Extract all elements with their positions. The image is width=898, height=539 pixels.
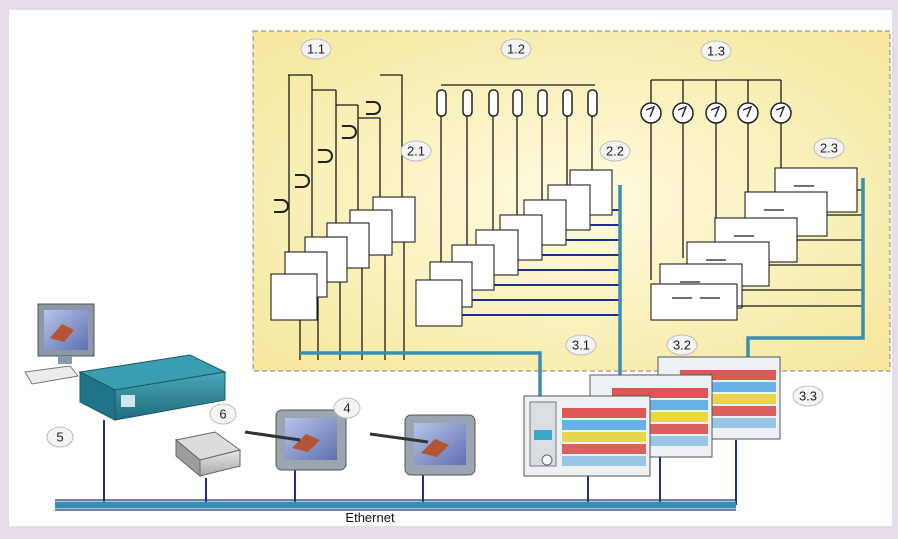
sensor-group-1-2 xyxy=(415,84,620,327)
label-6: 6 xyxy=(209,403,237,425)
label-1-2: 1.2 xyxy=(500,38,532,60)
label-1-1: 1.1 xyxy=(300,38,332,60)
fieldbus-lines xyxy=(300,178,865,400)
svg-text:2.3: 2.3 xyxy=(820,141,838,156)
proximity-switch-icons xyxy=(274,101,381,213)
label-4: 4 xyxy=(333,397,361,419)
industrial-server xyxy=(78,354,227,421)
io-controller-3-1 xyxy=(523,395,651,477)
label-1-3: 1.3 xyxy=(700,40,732,62)
label-3-2: 3.2 xyxy=(666,334,698,356)
hmi-panel-1 xyxy=(244,409,347,471)
ethernet-network xyxy=(55,420,737,511)
pc-workstation xyxy=(24,303,95,385)
io-controllers xyxy=(523,356,781,477)
interface-modules-2-1 xyxy=(270,196,416,321)
svg-text:1.2: 1.2 xyxy=(507,42,525,57)
svg-text:4: 4 xyxy=(343,401,350,416)
label-3-3: 3.3 xyxy=(792,385,824,407)
hmi-panel-2 xyxy=(369,414,476,476)
ethernet-label: Ethernet xyxy=(345,510,395,525)
label-5: 5 xyxy=(46,426,74,448)
svg-text:3.3: 3.3 xyxy=(799,389,817,404)
ethernet-switch xyxy=(174,431,242,478)
label-3-1: 3.1 xyxy=(565,334,597,356)
svg-text:1.1: 1.1 xyxy=(307,42,325,57)
sensor-group-1-3 xyxy=(640,79,863,321)
sensor-group-1-1 xyxy=(270,74,416,360)
svg-text:3.2: 3.2 xyxy=(673,338,691,353)
number-labels: 1.1 1.2 1.3 2.1 2.2 2.3 3.1 3.2 3.3 4 5 … xyxy=(46,38,845,448)
label-2-2: 2.2 xyxy=(599,140,631,162)
label-2-1: 2.1 xyxy=(400,140,432,162)
svg-text:3.1: 3.1 xyxy=(572,338,590,353)
svg-text:2.1: 2.1 xyxy=(407,144,425,159)
interface-modules-2-2 xyxy=(415,169,613,327)
limit-switch-icons xyxy=(436,89,598,117)
svg-text:2.2: 2.2 xyxy=(606,144,624,159)
svg-text:5: 5 xyxy=(56,430,63,445)
svg-text:1.3: 1.3 xyxy=(707,44,725,59)
svg-text:6: 6 xyxy=(219,407,226,422)
interface-modules-2-3 xyxy=(650,167,858,321)
label-2-3: 2.3 xyxy=(813,137,845,159)
keyboard xyxy=(24,365,79,385)
